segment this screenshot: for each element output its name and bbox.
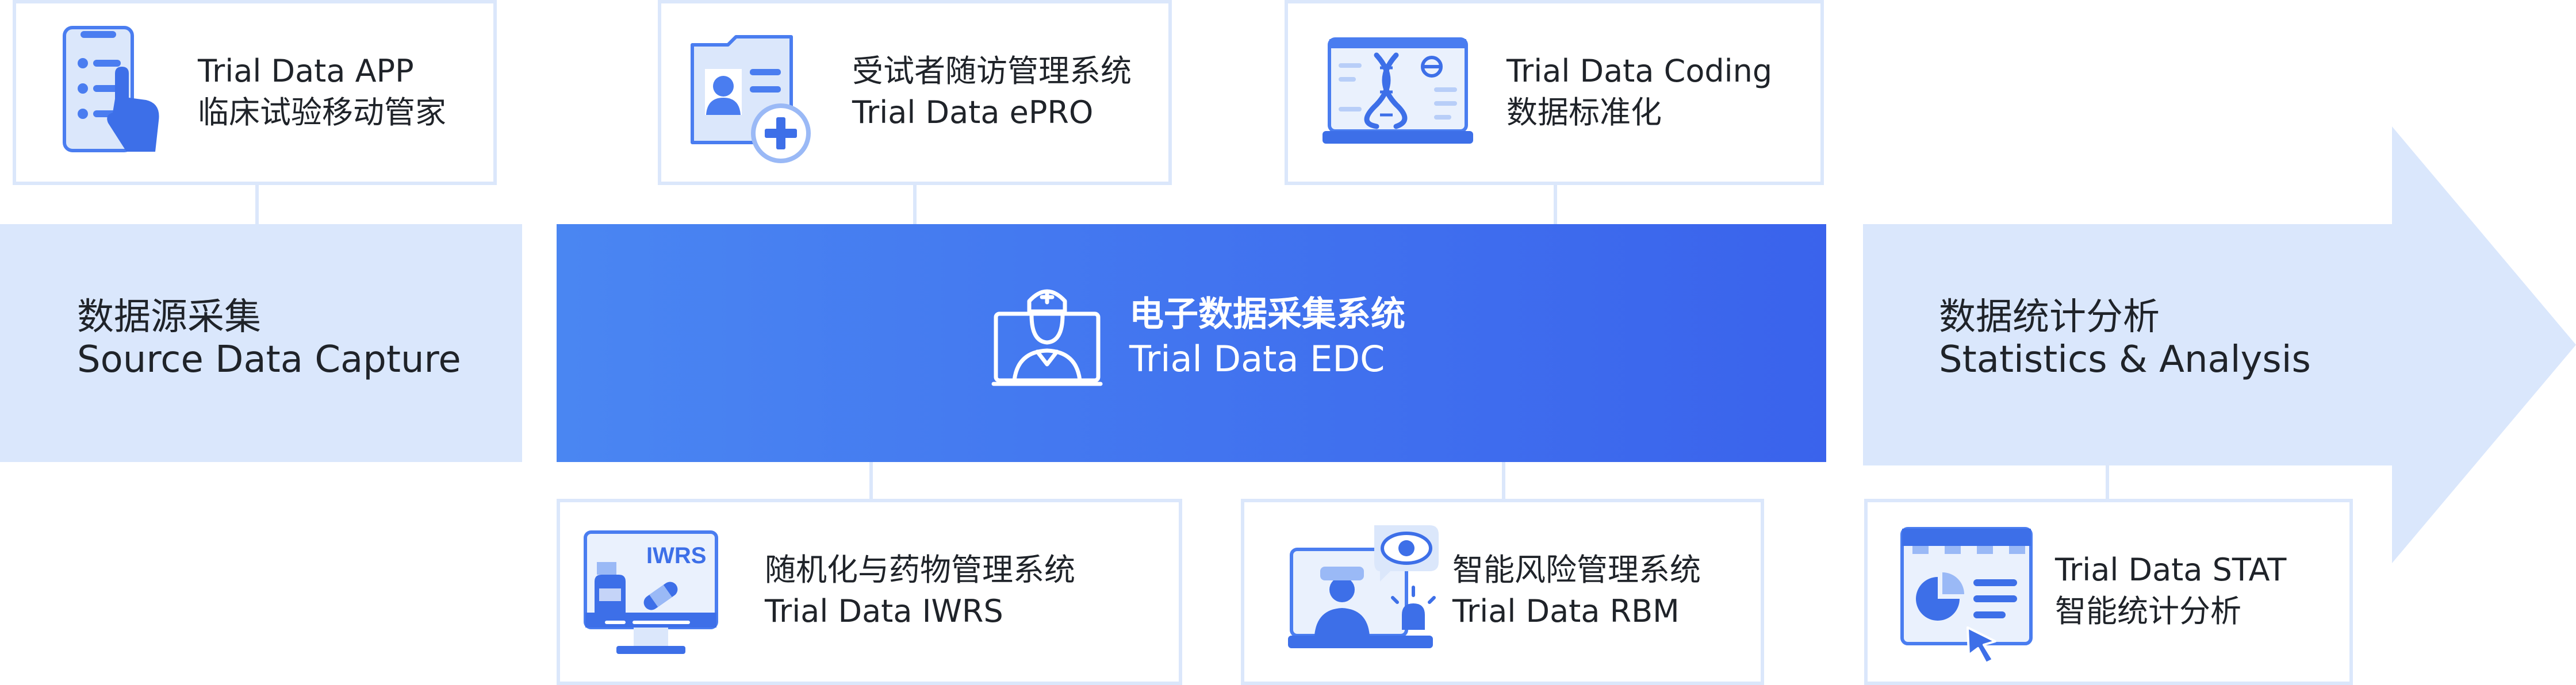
module-coding-text: Trial Data Coding 数据标准化 [1506,51,1772,133]
module-rbm-line2: Trial Data RBM [1452,593,1680,629]
connector-stat [2106,462,2109,500]
connector-rbm [1502,462,1505,500]
module-coding-line2: 数据标准化 [1506,94,1662,130]
dna-coding-icon [1322,37,1473,144]
source-capture-label: 数据源采集 Source Data Capture [77,296,461,381]
risk-monitor-icon [1288,525,1439,648]
module-stat-line2: 智能统计分析 [2055,593,2241,629]
module-epro-text: 受试者随访管理系统 Trial Data ePRO [852,51,1132,133]
analysis-label: 数据统计分析 Statistics & Analysis [1939,296,2311,381]
iwrs-drug-icon: IWRS [584,530,718,654]
edc-core-label: 电子数据采集系统 Trial Data EDC [1129,292,1405,382]
edc-core-band [557,224,1826,462]
edc-core-en: Trial Data EDC [1129,338,1385,380]
analysis-en: Statistics & Analysis [1939,338,2311,381]
module-app-line1: Trial Data APP [198,53,414,89]
connector-iwrs [869,462,873,500]
doctor-monitor-icon [991,289,1103,386]
module-epro-line1: 受试者随访管理系统 [852,53,1132,89]
module-app-line2: 临床试验移动管家 [198,94,446,130]
module-rbm-line1: 智能风险管理系统 [1452,552,1701,588]
module-stat-line1: Trial Data STAT [2055,552,2287,588]
module-iwrs-line2: Trial Data IWRS [765,593,1003,629]
flow-arrow-head [1863,126,2576,563]
connector-epro [913,183,917,224]
source-capture-band [0,224,522,462]
module-iwrs-text: 随机化与药物管理系统 Trial Data IWRS [765,549,1075,632]
source-capture-en: Source Data Capture [77,338,461,381]
edc-core-zh: 电子数据采集系统 [1129,294,1405,334]
module-epro-line2: Trial Data ePRO [852,94,1094,130]
source-capture-zh: 数据源采集 [77,296,261,338]
iwrs-icon-text: IWRS [646,543,706,568]
patient-record-icon [691,35,811,163]
mobile-checklist-icon [63,26,159,152]
connector-app [255,183,259,224]
module-app-text: Trial Data APP 临床试验移动管家 [198,51,446,133]
connector-coding [1554,183,1557,224]
module-iwrs-line1: 随机化与药物管理系统 [765,552,1075,588]
stat-report-icon [1900,527,2033,664]
module-coding-line1: Trial Data Coding [1506,53,1773,89]
module-rbm-text: 智能风险管理系统 Trial Data RBM [1452,549,1701,632]
module-stat-text: Trial Data STAT 智能统计分析 [2055,549,2286,632]
analysis-zh: 数据统计分析 [1939,296,2160,338]
